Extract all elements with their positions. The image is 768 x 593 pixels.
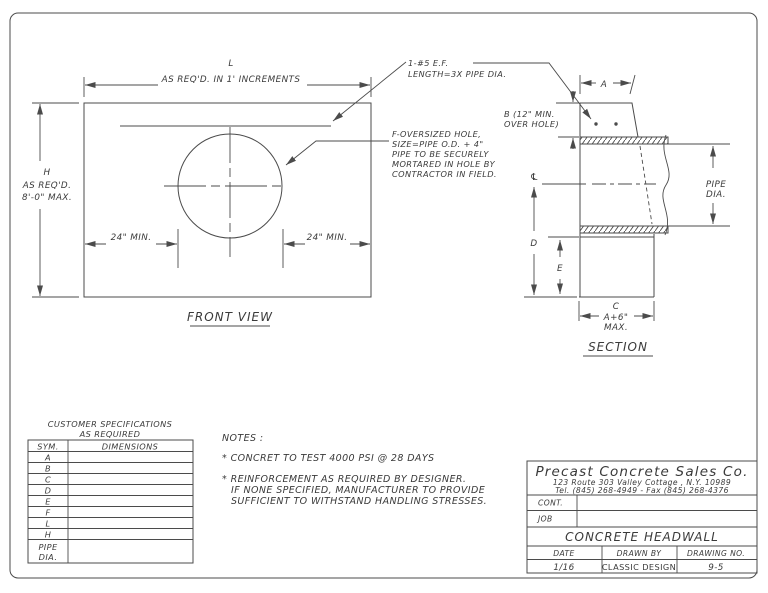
drawing-no-label: DRAWING NO.: [687, 549, 745, 558]
title-block-frame: [526, 460, 758, 574]
centerline-symbol: ℄: [530, 172, 539, 183]
table-row-sym: A: [44, 453, 51, 463]
dim-l-label: L: [228, 59, 233, 69]
drawing-title: CONCRETE HEADWALL: [565, 530, 719, 544]
callout-rebar-line2: LENGTH=3X PIPE DIA.: [408, 69, 506, 79]
spec-table-heading1: CUSTOMER SPECIFICATIONS: [48, 419, 173, 429]
dim-height: H AS REQ'D. 8'-0" MAX.: [22, 102, 79, 298]
callout-rebar-line1: 1-#5 E.F.: [408, 58, 448, 68]
dim-top-text: AS REQ'D. IN 1' INCREMENTS: [161, 75, 301, 85]
note-reinforcement-2: IF NONE SPECIFIED, MANUFACTURER TO PROVI…: [231, 485, 485, 496]
notes-heading: NOTES :: [222, 433, 263, 444]
pipe-wall-bottom-hatch: [579, 225, 669, 234]
dim-pipe-dia: PIPE DIA.: [642, 143, 730, 227]
leader-to-front-rebar: [332, 61, 407, 122]
pipe-dia-text1: PIPE: [706, 180, 726, 190]
date-label: DATE: [553, 549, 575, 558]
drawn-by-label: DRAWN BY: [617, 549, 663, 558]
title-block: Precast Concrete Sales Co. 123 Route 303…: [526, 460, 758, 574]
section-title: SECTION: [588, 340, 648, 354]
callout-hole-line4: MORTARED IN HOLE BY: [392, 159, 496, 169]
cont-label: CONT.: [538, 499, 563, 508]
callout-hole: F-OVERSIZED HOLE, SIZE=PIPE O.D. + 4" PI…: [285, 129, 497, 179]
table-row-sym: C: [45, 475, 51, 485]
callout-hole-line1: F-OVERSIZED HOLE,: [392, 129, 481, 139]
dim-d: D: [524, 187, 577, 298]
company-phone: Tel. (845) 268-4949 - Fax (845) 268-4376: [555, 486, 729, 495]
dim-a: A: [579, 74, 636, 95]
callout-hole-line5: CONTRACTOR IN FIELD.: [392, 169, 497, 179]
callout-hole-line3: PIPE TO BE SECURELY: [392, 149, 489, 159]
pipe-wall-top-hatch: [579, 136, 669, 145]
dim-24-left-text: 24" MIN.: [111, 233, 152, 243]
pipe-break-line: [662, 134, 670, 236]
date-value: 1/16: [553, 563, 574, 573]
leader-to-hole: [285, 140, 389, 166]
dim-h-text1: AS REQ'D.: [22, 181, 72, 191]
dim-h-label: H: [43, 168, 50, 178]
company-address: 123 Route 303 Valley Cottage , N.Y. 1098…: [553, 478, 731, 487]
note-reinforcement-3: SUFFICIENT TO WITHSTAND HANDLING STRESSE…: [231, 496, 487, 507]
spec-table-heading2: AS REQUIRED: [79, 429, 141, 439]
table-row-sym: H: [45, 530, 52, 540]
spec-table: CUSTOMER SPECIFICATIONS AS REQUIRED SYM.…: [27, 419, 194, 564]
dim-c-max: MAX.: [604, 323, 628, 333]
hidden-sloped-face: [639, 145, 653, 225]
section-view: ℄ A B (12" MIN. OVER HOLE) D: [504, 74, 730, 357]
rebar-dot: [614, 122, 618, 126]
table-row-sym: D: [45, 486, 52, 496]
note-reinforcement-1: * REINFORCEMENT AS REQUIRED BY DESIGNER.: [222, 474, 466, 485]
drawn-by-value: CLASSIC DESIGN: [602, 562, 676, 572]
dim-b-text1: B (12" MIN.: [504, 109, 555, 119]
dim-length: L AS REQ'D. IN 1' INCREMENTS: [83, 59, 372, 97]
headwall-outline: [83, 102, 372, 298]
front-view-title: FRONT VIEW: [187, 310, 273, 324]
callout-hole-line2: SIZE=PIPE O.D. + 4": [392, 139, 484, 149]
table-row-sym: F: [45, 508, 50, 518]
dim-c-label: C: [613, 302, 620, 312]
dim-a-label: A: [600, 80, 607, 90]
dim-24-right-text: 24" MIN.: [307, 233, 348, 243]
front-view: L AS REQ'D. IN 1' INCREMENTS H AS REQ'D.…: [22, 59, 372, 327]
wall-upper-outline: [579, 102, 639, 138]
job-label: JOB: [536, 515, 553, 524]
drawing-no-value: 9-5: [708, 563, 724, 573]
dim-h-text2: 8'-0" MAX.: [22, 193, 72, 203]
rebar-dot: [594, 122, 598, 126]
company-name: Precast Concrete Sales Co.: [535, 464, 748, 480]
table-row-pipe2: DIA.: [39, 552, 58, 562]
dim-24-right: 24" MIN.: [282, 229, 370, 268]
dim-d-label: D: [530, 239, 537, 249]
notes: NOTES : * CONCRET TO TEST 4000 PSI @ 28 …: [222, 433, 487, 507]
leader-to-section-rebar: [473, 62, 592, 120]
dim-c: C A+6" MAX.: [578, 301, 655, 333]
dim-c-text: A+6": [603, 313, 629, 323]
note-concrete: * CONCRET TO TEST 4000 PSI @ 28 DAYS: [222, 453, 434, 464]
dim-e-label: E: [557, 264, 563, 274]
col-header-dimensions: DIMENSIONS: [102, 442, 158, 452]
spec-table-frame: [27, 439, 194, 564]
sheet-border: [9, 12, 758, 579]
table-row-pipe1: PIPE: [38, 542, 57, 552]
table-row-sym: L: [46, 519, 51, 529]
table-row-sym: B: [45, 464, 51, 474]
pipe-dia-text2: DIA.: [706, 190, 726, 200]
dim-e: E: [548, 236, 579, 294]
callout-rebar: 1-#5 E.F. LENGTH=3X PIPE DIA.: [332, 58, 592, 122]
dim-b: B (12" MIN. OVER HOLE): [504, 91, 579, 149]
dim-24-left: 24" MIN.: [85, 229, 179, 268]
table-row-sym: E: [45, 497, 51, 507]
col-header-sym: SYM.: [37, 442, 58, 452]
dim-b-text2: OVER HOLE): [504, 119, 559, 129]
